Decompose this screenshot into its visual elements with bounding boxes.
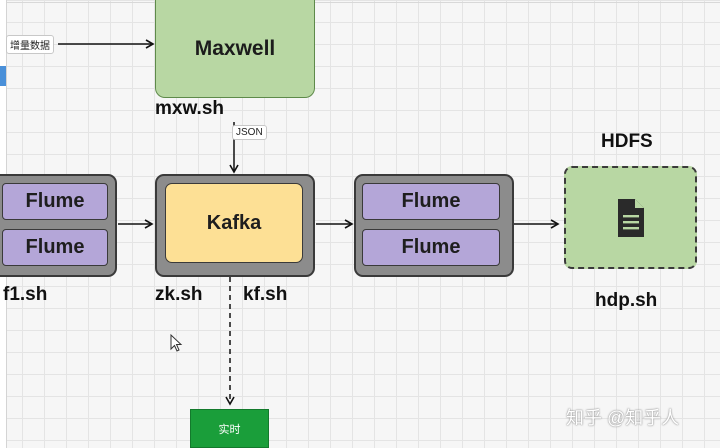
left-flume-2-label: Flume: [25, 236, 85, 258]
maxwell-label: Maxwell: [194, 36, 276, 60]
right-flume-node-1[interactable]: Flume: [362, 183, 500, 220]
kafka-label: Kafka: [206, 211, 262, 234]
selection-marker: [0, 66, 6, 86]
mouse-pointer-icon: [170, 333, 183, 352]
kafka-group[interactable]: Kafka: [155, 174, 315, 277]
kafka-node[interactable]: Kafka: [165, 183, 303, 263]
incremental-data-label: 增量数据: [6, 35, 54, 54]
f1-script-label: f1.sh: [3, 284, 48, 305]
document-icon: [617, 198, 644, 237]
left-flume-group[interactable]: Flume Flume: [0, 174, 117, 277]
left-flume-node-2[interactable]: Flume: [2, 229, 108, 266]
maxwell-node[interactable]: Maxwell: [155, 0, 315, 98]
realtime-node[interactable]: 实时: [190, 409, 269, 448]
json-label: JSON: [232, 125, 267, 140]
right-flume-2-label: Flume: [401, 236, 461, 258]
watermark: 知乎 @知乎人: [566, 408, 680, 428]
hdfs-title: HDFS: [601, 131, 653, 152]
zk-script-label: zk.sh: [155, 284, 203, 305]
left-flume-node-1[interactable]: Flume: [2, 183, 108, 220]
mxw-script-label: mxw.sh: [155, 98, 224, 119]
left-flume-1-label: Flume: [25, 190, 85, 212]
hdp-script-label: hdp.sh: [595, 290, 658, 311]
kf-script-label: kf.sh: [243, 284, 288, 305]
right-flume-group[interactable]: Flume Flume: [354, 174, 514, 277]
top-border: [6, 2, 720, 3]
realtime-label: 实时: [218, 423, 241, 436]
right-flume-node-2[interactable]: Flume: [362, 229, 500, 266]
right-flume-1-label: Flume: [401, 190, 461, 212]
hdfs-node[interactable]: [564, 166, 697, 269]
